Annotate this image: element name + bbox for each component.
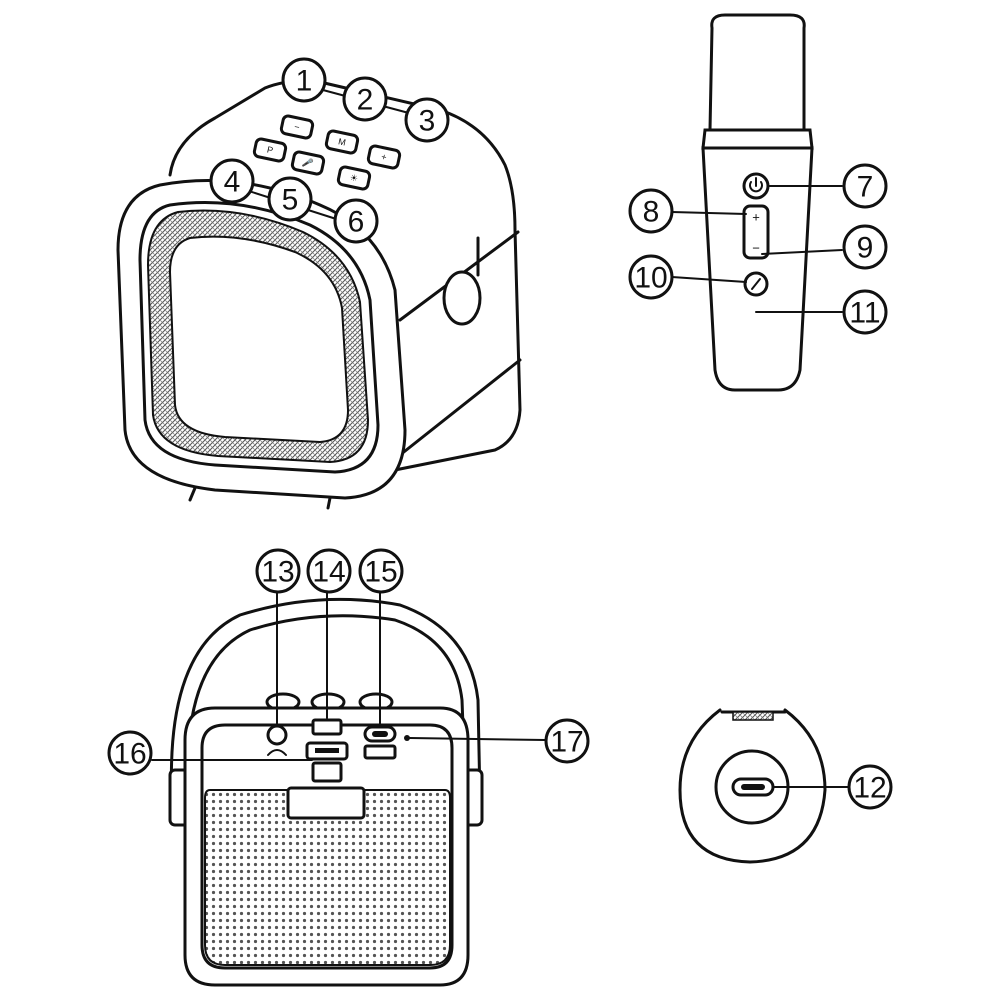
speaker-back-illustration bbox=[151, 591, 546, 987]
mic-bottom-top-edge bbox=[732, 711, 774, 721]
usb-port-slot bbox=[315, 748, 339, 753]
tf-card-slot[interactable] bbox=[311, 718, 343, 736]
callout-badge-17: 17 bbox=[544, 718, 590, 764]
light-icon: ☀ bbox=[349, 172, 359, 183]
callout-badge-14: 14 bbox=[306, 548, 352, 594]
callout-4-label: 4 bbox=[224, 166, 241, 199]
mode-button[interactable]: M bbox=[324, 129, 360, 155]
mode-button-label: M bbox=[337, 136, 346, 147]
speaker-side-knob bbox=[442, 270, 482, 326]
callout-14-label: 14 bbox=[312, 556, 345, 589]
minus-button-label: − bbox=[293, 122, 300, 133]
callout-badge-13: 13 bbox=[255, 548, 301, 594]
callout-badge-11: 11 bbox=[842, 289, 888, 335]
speaker-top-buttons: − M + P 🎤 ☀ bbox=[252, 114, 402, 191]
speaker-foot-left bbox=[188, 486, 197, 502]
callout-badge-7: 7 bbox=[842, 163, 888, 209]
callout-badge-8: 8 bbox=[628, 188, 674, 234]
microphone-collar bbox=[701, 128, 814, 150]
callout-7-label: 7 bbox=[857, 171, 874, 204]
leader-line-10 bbox=[671, 276, 747, 283]
speaker-side-seam-lower bbox=[398, 358, 522, 457]
back-grille bbox=[204, 789, 451, 966]
callout-12-label: 12 bbox=[853, 772, 886, 805]
mic-volume-rocker[interactable] bbox=[742, 204, 770, 260]
mic-mute-button[interactable]: 🎤 bbox=[290, 150, 326, 176]
callout-9-label: 9 bbox=[857, 232, 874, 265]
microphone-handle bbox=[701, 146, 814, 392]
callout-17-label: 17 bbox=[550, 726, 583, 759]
carry-handle-outer bbox=[169, 597, 482, 802]
callout-8-label: 8 bbox=[643, 196, 660, 229]
callout-badge-12: 12 bbox=[847, 764, 893, 810]
prev-button[interactable]: P bbox=[252, 137, 288, 163]
callout-6-label: 6 bbox=[348, 206, 365, 239]
callout-16-label: 16 bbox=[113, 738, 146, 771]
microphone-head bbox=[708, 13, 806, 132]
callout-2-label: 2 bbox=[357, 84, 374, 117]
callout-15-label: 15 bbox=[364, 556, 397, 589]
power-switch-knob bbox=[372, 731, 388, 737]
callout-badge-5: 5 bbox=[267, 176, 313, 222]
callout-badge-9: 9 bbox=[842, 224, 888, 270]
leader-line-17 bbox=[409, 737, 546, 741]
callout-5-label: 5 bbox=[282, 184, 299, 217]
plus-button-label: + bbox=[380, 152, 387, 163]
mic-mute-icon: 🎤 bbox=[301, 156, 314, 169]
mic-bottom-illustration bbox=[678, 708, 849, 864]
charge-indicator bbox=[311, 761, 343, 783]
leader-line-9 bbox=[761, 249, 843, 255]
callout-badge-16: 16 bbox=[107, 730, 153, 776]
callout-badge-4: 4 bbox=[209, 158, 255, 204]
back-label-plate bbox=[286, 786, 366, 820]
callout-1-label: 1 bbox=[296, 65, 313, 98]
power-icon bbox=[749, 181, 763, 193]
effect-icon bbox=[751, 278, 761, 290]
speaker-right-side bbox=[393, 228, 522, 472]
carry-handle-inner bbox=[186, 614, 467, 782]
light-button[interactable]: ☀ bbox=[336, 165, 372, 191]
speaker-foot-right bbox=[326, 496, 332, 510]
callout-10-label: 10 bbox=[634, 262, 667, 295]
callout-3-label: 3 bbox=[419, 105, 436, 138]
callout-badge-1: 1 bbox=[281, 57, 327, 103]
leader-line-8 bbox=[671, 211, 747, 215]
callout-11-label: 11 bbox=[849, 297, 880, 330]
back-panel bbox=[200, 723, 454, 970]
microphone-illustration: + − bbox=[671, 13, 843, 392]
speaker-light-ring bbox=[146, 209, 370, 464]
minus-button[interactable]: − bbox=[279, 114, 315, 140]
callout-badge-15: 15 bbox=[358, 548, 404, 594]
callout-badge-3: 3 bbox=[404, 97, 450, 143]
mic-bottom-body bbox=[678, 708, 827, 864]
speaker-cube-illustration: − M + P 🎤 ☀ bbox=[116, 79, 522, 510]
prev-button-label: P bbox=[266, 144, 274, 155]
aux-jack[interactable] bbox=[266, 724, 288, 746]
callout-13-label: 13 bbox=[261, 556, 294, 589]
mic-plus-label: + bbox=[752, 210, 760, 225]
usb-c-port-slot bbox=[741, 784, 765, 790]
callout-badge-2: 2 bbox=[342, 76, 388, 122]
aux-jack-icon bbox=[267, 749, 287, 756]
plus-button[interactable]: + bbox=[366, 144, 402, 170]
back-indicator-led bbox=[404, 735, 410, 741]
power-switch-label bbox=[363, 744, 397, 760]
mic-minus-label: − bbox=[752, 241, 760, 256]
callout-badge-10: 10 bbox=[628, 254, 674, 300]
callout-badge-6: 6 bbox=[333, 198, 379, 244]
